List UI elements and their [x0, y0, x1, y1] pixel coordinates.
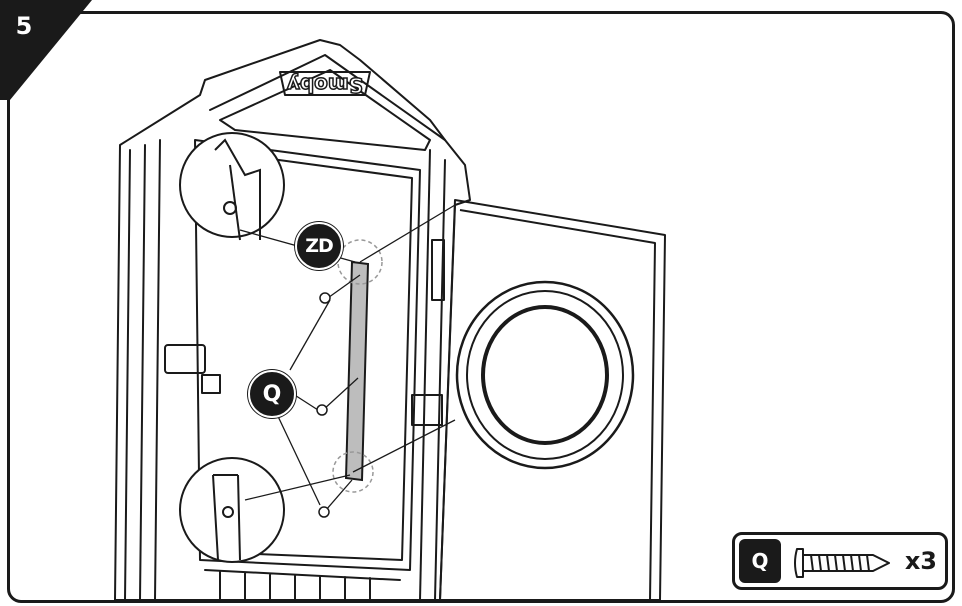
step-frame [7, 11, 955, 603]
brand-logo: Smoby [287, 73, 363, 97]
screw-icon [316, 292, 331, 518]
callout-zd: ZD [295, 222, 343, 270]
screw-icon [794, 548, 890, 578]
parts-quantity-box: Q x3 [732, 532, 948, 590]
callout-q: Q [248, 370, 296, 418]
part-quantity: x3 [904, 547, 937, 575]
step-number: 5 [15, 12, 33, 40]
step-number-tab [0, 0, 92, 100]
part-letter: Q [739, 539, 781, 583]
bar-part [344, 260, 370, 482]
